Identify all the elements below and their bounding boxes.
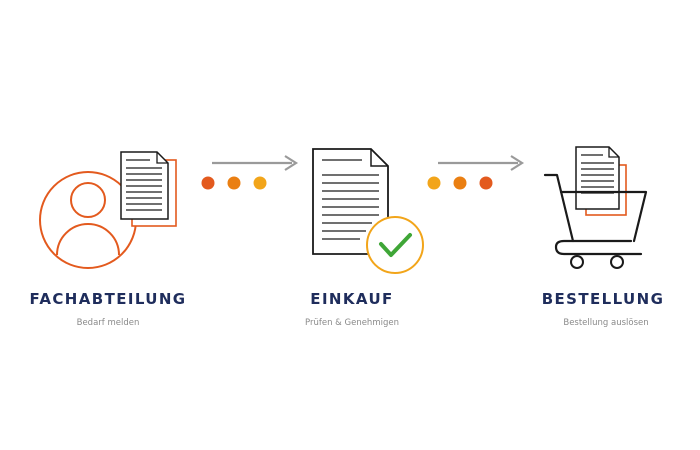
progress-dot xyxy=(479,176,493,190)
progress-dot xyxy=(201,176,215,190)
arrow-right-icon xyxy=(438,155,525,171)
progress-dot xyxy=(253,176,267,190)
document-check-icon xyxy=(312,148,424,274)
step-title-bestellung: BESTELLUNG xyxy=(541,290,665,308)
progress-dot xyxy=(227,176,241,190)
step-subtitle-fachabteilung: Bedarf melden xyxy=(76,318,140,328)
arrow-right-icon xyxy=(212,155,299,171)
step-title-einkauf: EINKAUF xyxy=(310,290,394,308)
step-subtitle-bestellung: Bestellung auslösen xyxy=(563,318,649,328)
step-title-fachabteilung: FACHABTEILUNG xyxy=(29,290,187,308)
step-subtitle-einkauf: Prüfen & Genehmigen xyxy=(305,318,399,328)
user-document-icon xyxy=(39,151,177,269)
shopping-cart-document-icon xyxy=(543,146,648,269)
progress-dot xyxy=(453,176,467,190)
progress-dot xyxy=(427,176,441,190)
